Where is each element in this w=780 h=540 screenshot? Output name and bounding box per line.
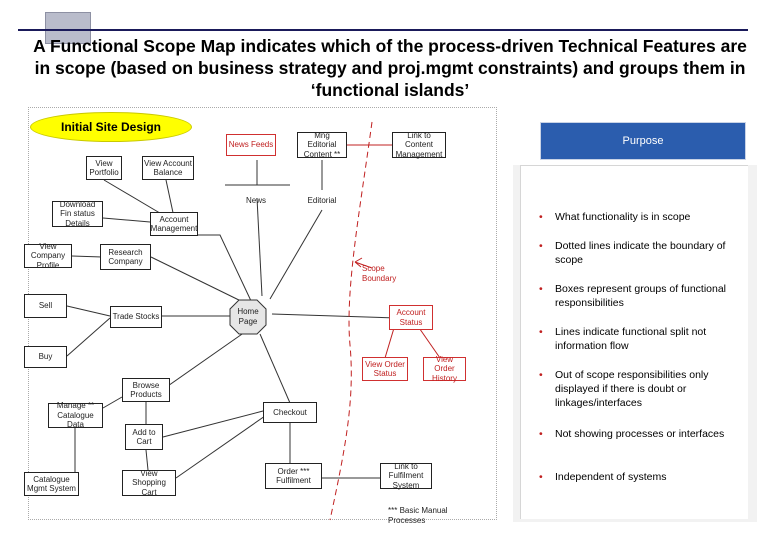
trade-to-sell bbox=[66, 305, 111, 317]
scope-boundary-line bbox=[329, 121, 373, 521]
footnote-label: *** Basic Manual Processes bbox=[388, 506, 448, 525]
hub-to-editorial bbox=[269, 209, 323, 300]
trade-to-buy bbox=[66, 317, 111, 357]
home-page-label: Home Page bbox=[237, 307, 259, 326]
purpose-bullet: Dotted lines indicate the boundary of sc… bbox=[535, 239, 740, 267]
purpose-bullet: Independent of systems bbox=[535, 470, 740, 484]
order-fulfilment-box: Order *** Fulfilment bbox=[265, 463, 322, 489]
purpose-bullet-list: What functionality is in scope Dotted li… bbox=[520, 165, 748, 519]
link-to-fulfilment-box: Link to Fulfilment System bbox=[380, 462, 432, 490]
browse-products-box: Browse Products bbox=[122, 378, 170, 402]
view-shopping-cart-box: View Shopping Cart bbox=[122, 469, 176, 497]
scope-boundary-label: Scope Boundary bbox=[362, 264, 397, 283]
hub-to-news bbox=[256, 197, 263, 297]
buy-box: Buy bbox=[24, 346, 67, 368]
news-to-feeds bbox=[225, 160, 290, 186]
editorial-label: Editorial bbox=[307, 196, 337, 205]
browse-to-catalogue bbox=[102, 396, 123, 409]
view-company-profile-box: View Company Profile bbox=[24, 242, 72, 270]
view-portfolio-box: View Portfolio bbox=[86, 156, 122, 180]
initial-site-design-badge: Initial Site Design bbox=[30, 112, 192, 142]
purpose-bullet: Not showing processes or interfaces bbox=[535, 427, 740, 441]
hub-to-browse bbox=[164, 331, 246, 389]
news-feeds-box: News Feeds bbox=[226, 134, 276, 156]
hub-to-account-status bbox=[271, 313, 398, 319]
account-management-box: Account Management bbox=[150, 212, 198, 236]
scope-arrow bbox=[354, 257, 373, 269]
title-rule bbox=[18, 29, 748, 31]
account-status-box: Account Status bbox=[389, 305, 433, 330]
cart-to-checkout bbox=[175, 415, 266, 479]
purpose-bullet: Lines indicate functional split not info… bbox=[535, 325, 740, 353]
research-to-company-profile bbox=[71, 255, 103, 258]
sell-box: Sell bbox=[24, 294, 67, 318]
view-order-history-box: View Order History bbox=[423, 355, 466, 383]
purpose-header: Purpose bbox=[540, 122, 746, 160]
download-fin-status-box: Download Fin status Details bbox=[52, 200, 103, 228]
slide-title: A Functional Scope Map indicates which o… bbox=[33, 36, 747, 100]
add-to-cart-box: Add to Cart bbox=[125, 424, 163, 450]
news-label: News bbox=[245, 196, 266, 205]
cart-to-addcart bbox=[145, 449, 149, 471]
addcart-to-checkout bbox=[162, 410, 264, 438]
home-page-octagon bbox=[229, 299, 267, 335]
acct-to-download bbox=[102, 217, 151, 223]
hub-to-research bbox=[150, 256, 246, 304]
manage-catalogue-data-box: Manage ** Catalogue Data bbox=[48, 401, 103, 429]
checkout-box: Checkout bbox=[263, 402, 317, 423]
view-order-status-box: View Order Status bbox=[362, 357, 408, 381]
purpose-bullet: Boxes represent groups of functional res… bbox=[535, 282, 740, 310]
link-to-content-mgmt-box: Link to Content Management bbox=[392, 131, 446, 159]
hub-to-checkout bbox=[259, 333, 291, 404]
hub-to-account-mgmt bbox=[175, 234, 253, 304]
catalogue-mgmt-system-box: Catalogue Mgmt System bbox=[24, 472, 79, 496]
purpose-bullet: Out of scope responsibilities only displ… bbox=[535, 368, 740, 410]
logo bbox=[45, 12, 91, 44]
trade-stocks-box: Trade Stocks bbox=[110, 306, 162, 328]
research-company-box: Research Company bbox=[100, 244, 151, 270]
view-account-balance-box: View Account Balance bbox=[142, 156, 194, 180]
mng-editorial-content-box: Mng Editorial Content ** bbox=[297, 131, 347, 159]
purpose-bullet: What functionality is in scope bbox=[535, 210, 740, 224]
